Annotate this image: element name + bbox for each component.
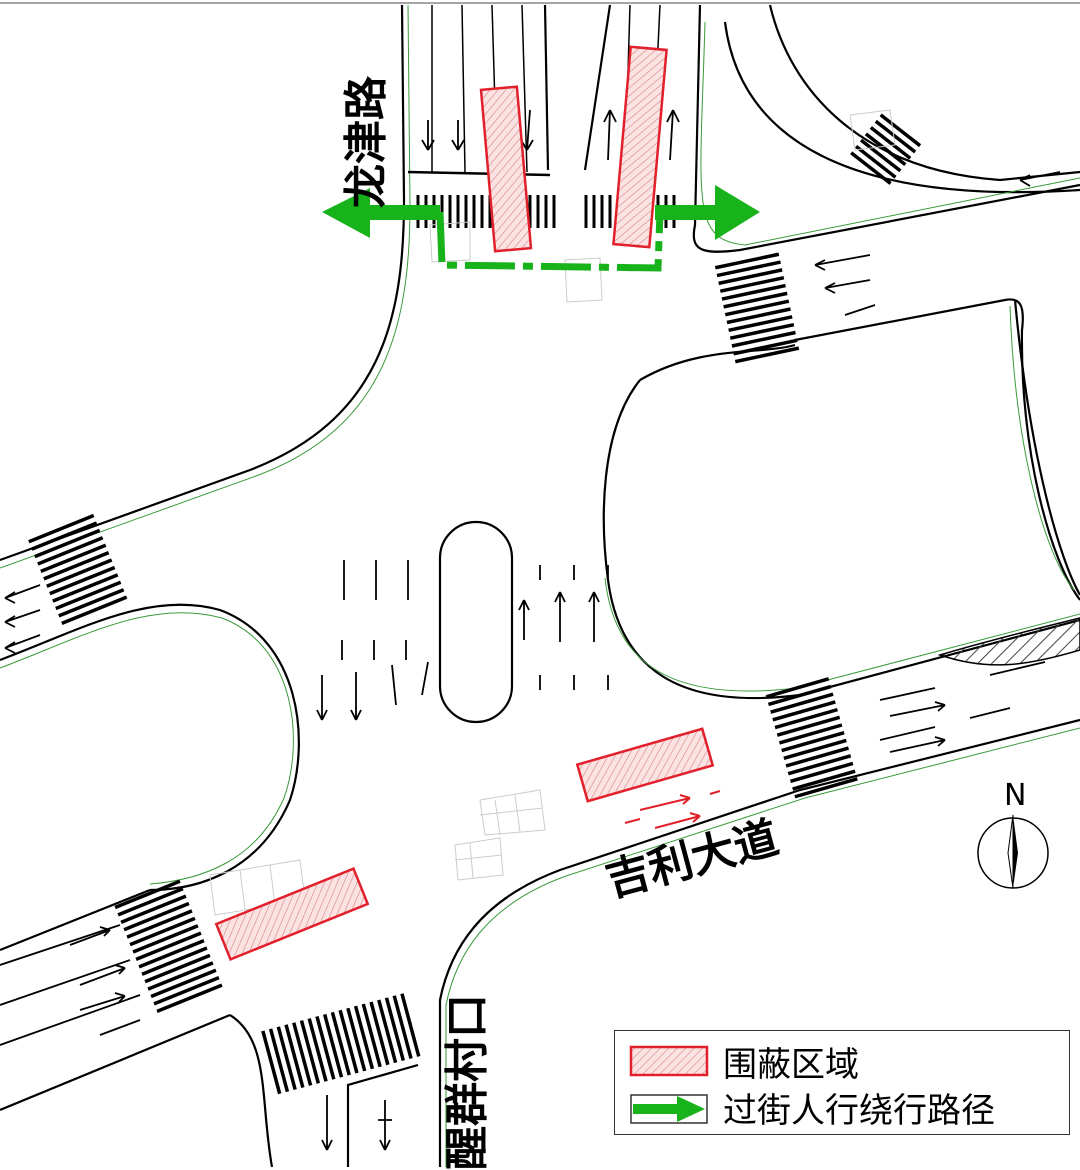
road-label-north: 龙津路: [341, 76, 392, 208]
crosswalk-ne-ramp: [850, 113, 922, 185]
crosswalk-east-upper: [714, 252, 800, 364]
enclosure-zone-southwest: [214, 867, 370, 961]
gore-hatch: [937, 617, 1080, 666]
road-label-south: 醒群村口: [442, 994, 493, 1170]
compass-icon: [977, 814, 1049, 889]
detour-arrow-west: [322, 188, 440, 238]
enclosure-zone-east: [575, 727, 715, 803]
legend-label-detour: 过街人行绕行路径: [723, 1090, 995, 1131]
crosswalk-south-west: [114, 879, 223, 1013]
detour-path: [322, 185, 760, 272]
detour-arrow-east: [655, 185, 760, 240]
enclosure-zone-north-left: [479, 85, 533, 253]
legend-item-detour: 过街人行绕行路径: [629, 1085, 995, 1131]
crosswalk-east-lower: [765, 677, 858, 799]
faint-sketch: [209, 109, 896, 916]
crosswalk-south: [261, 993, 421, 1095]
legend-label-enclosure: 围蔽区域: [723, 1044, 859, 1085]
central-median: [438, 520, 514, 724]
enclosure-zones: [214, 45, 715, 961]
legend: 围蔽区域 过街人行绕行路径: [614, 1030, 1070, 1135]
compass-north-label: N: [1004, 778, 1027, 813]
crosswalk-west: [28, 513, 128, 625]
legend-item-enclosure: 围蔽区域: [629, 1039, 859, 1085]
red-lane-marks: [624, 790, 721, 829]
enclosure-swatch-icon: [629, 1045, 709, 1077]
enclosure-zone-north-right: [612, 45, 668, 249]
detour-dashed-route: [436, 211, 664, 272]
road-boundary-lines: [0, 4, 1080, 1167]
detour-swatch-icon: [629, 1091, 709, 1124]
road-edges: [0, 4, 1080, 1167]
